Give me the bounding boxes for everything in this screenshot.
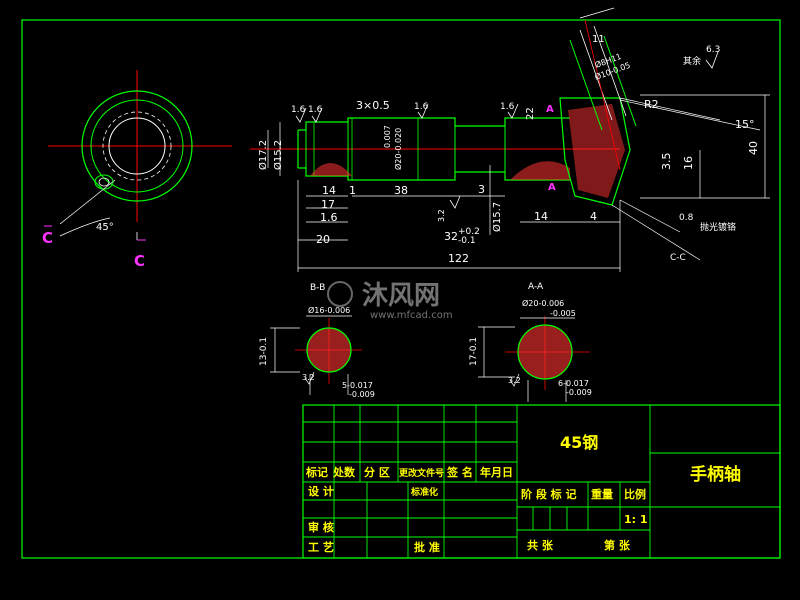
- section-a-bottom: A: [548, 182, 556, 193]
- end-view-angle: 45°: [96, 222, 114, 233]
- dim-22: 22: [525, 107, 536, 120]
- roughness-4: 1.6: [500, 102, 515, 112]
- dia-20-lower: Ø20-0.020: [393, 128, 403, 170]
- dia-15-2: Ø15.2: [272, 140, 284, 170]
- scale-label: 比例: [624, 487, 646, 501]
- dim-32: 32: [444, 230, 458, 243]
- section-aa-dia-bot: -0.005: [550, 309, 576, 318]
- section-bb-dia: Ø16-0.006: [308, 305, 350, 315]
- end-view-hidden-circle: [102, 111, 172, 181]
- end-view-pin-hole-inner: [98, 177, 110, 187]
- section-bb-roughness: 3.2: [302, 373, 315, 382]
- dimension-lines: [267, 7, 770, 272]
- hatch-left: [310, 163, 352, 176]
- section-aa-height: 17-0.1: [469, 337, 479, 366]
- section-cc-label: C-C: [670, 253, 686, 263]
- row-design: 设 计: [308, 484, 334, 498]
- roughness-3-2: 3.2: [437, 209, 446, 222]
- header-col-3: 分 区: [364, 465, 390, 479]
- label-approve: 批 准: [414, 540, 440, 554]
- dim-122: 122: [448, 252, 469, 265]
- section-a-top: A: [546, 104, 554, 115]
- row-review: 审 核: [308, 520, 334, 534]
- section-aa-dia-top: Ø20-0.006: [522, 298, 564, 308]
- section-aa-width-bot: -0.009: [566, 388, 592, 397]
- polish-note: 抛光镀铬: [700, 221, 736, 233]
- roughness-note-value: 6.3: [706, 45, 720, 55]
- dim-40: 40: [747, 141, 760, 155]
- section-bb-width-top: 5-0.017: [342, 381, 373, 390]
- angle-arc: [59, 217, 111, 237]
- dim-17: 17: [321, 198, 335, 211]
- roughness-3: 1.6: [414, 102, 429, 112]
- main-view: 1.6 1.6 1.6 1.6 3×0.5 Ø17.2 Ø15.2 0.007 …: [250, 7, 770, 272]
- end-view-section-line: [59, 179, 116, 225]
- end-view-outer-circle: [81, 90, 193, 202]
- roughness-symbols: [295, 51, 719, 209]
- header-col-2: 处数: [332, 465, 356, 479]
- total-sheets: 共 张: [527, 538, 554, 552]
- dim-14-left: 14: [322, 184, 336, 197]
- dim-16: 16: [682, 156, 695, 170]
- watermark-url: www.mfcad.com: [370, 310, 453, 321]
- section-bb-width-bot: -0.009: [349, 390, 375, 399]
- dim-11: 11: [592, 34, 605, 45]
- section-aa: A-A Ø20-0.006 -0.005 17-0.1 3.2 6-0.017 …: [469, 282, 592, 402]
- weight-label: 重量: [591, 487, 613, 501]
- hole-centerline: [584, 19, 621, 171]
- dim-1-6: 1.6: [320, 211, 338, 224]
- dim-14-right: 14: [534, 210, 548, 223]
- dim-3: 3: [478, 183, 485, 196]
- section-bb: B-B Ø16-0.006 13-0.1 3.2 5-0.017 -0.009: [259, 283, 375, 399]
- hatch-right-lower: [510, 161, 570, 180]
- end-view-mid-circle: [90, 99, 184, 193]
- handle-head-hatch: [568, 104, 625, 198]
- dim-3-5: 3.5: [660, 153, 673, 171]
- section-aa-title: A-A: [528, 282, 544, 292]
- material: 45钢: [560, 433, 598, 452]
- dim-20: 20: [316, 233, 330, 246]
- title-block: 45钢 手柄轴 标记 处数 分 区 更改文件号 签 名 年月日 设 计 审 核 …: [302, 404, 781, 559]
- sheet-number: 第 张: [604, 538, 631, 552]
- stage-label: 阶 段 标 记: [521, 487, 577, 501]
- section-bb-title: B-B: [310, 283, 325, 293]
- header-col-5: 签 名: [446, 465, 473, 479]
- watermark: 沐风网 www.mfcad.com: [327, 281, 453, 321]
- end-view-inner-circle: [108, 117, 166, 175]
- dim-38: 38: [394, 184, 408, 197]
- section-bb-disc: [307, 328, 351, 372]
- row-process: 工 艺: [308, 540, 334, 554]
- polish-value: 0.8: [679, 213, 694, 223]
- groove-dim: 3×0.5: [356, 99, 390, 112]
- radius-r2: R2: [644, 98, 659, 111]
- dia-20-upper: 0.007: [383, 125, 392, 148]
- roughness-note: 其余: [683, 55, 701, 67]
- header-col-1: 标记: [305, 465, 328, 479]
- end-view-c: C C 45°: [42, 70, 232, 270]
- tol-lower: -0.1: [458, 236, 476, 246]
- section-c-label-left: C: [42, 229, 53, 247]
- dia-17-2: Ø17.2: [257, 140, 269, 170]
- dim-1: 1: [349, 184, 356, 197]
- section-aa-disc: [518, 325, 572, 379]
- dim-4: 4: [590, 210, 597, 223]
- section-c-label-right: C: [134, 252, 145, 270]
- section-aa-roughness: 3.2: [508, 376, 521, 385]
- label-standardization: 标准化: [410, 486, 438, 498]
- section-aa-width-top: 6-0.017: [558, 379, 589, 388]
- header-col-6: 年月日: [480, 465, 513, 479]
- roughness-1: 1.6: [291, 105, 306, 115]
- angle-15: 15°: [735, 118, 755, 131]
- end-view-pin-hole: [94, 174, 114, 190]
- dia-15-7: Ø15.7: [491, 202, 503, 232]
- header-col-4: 更改文件号: [399, 467, 444, 479]
- scale-value: 1: 1: [624, 513, 648, 526]
- section-bb-height: 13-0.1: [259, 337, 269, 366]
- watermark-brand: 沐风网: [362, 281, 440, 311]
- roughness-2: 1.6: [308, 105, 323, 115]
- part-name: 手柄轴: [690, 464, 741, 485]
- tol-upper: +0.2: [458, 227, 480, 237]
